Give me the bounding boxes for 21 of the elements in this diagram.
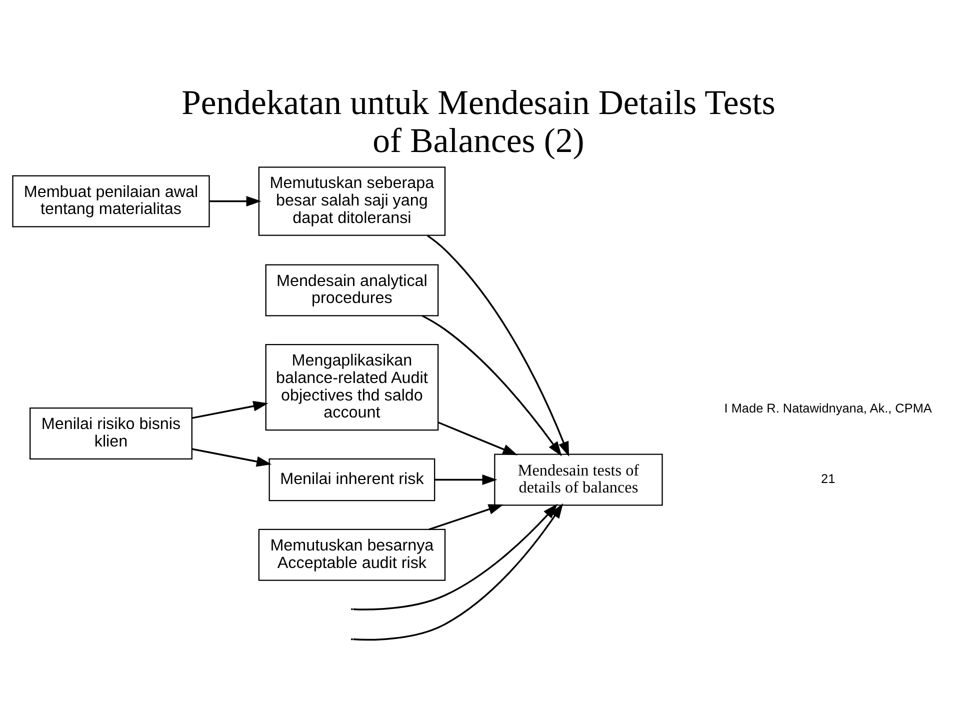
arrow (353, 502, 564, 610)
diagram-title: Pendekatan untuk Mendesain Details Tests of Balances (2) (182, 83, 776, 160)
label: I Made R. Natawidnyana, Ak., CPMA (724, 400, 932, 415)
arrow (434, 474, 498, 485)
arrow (192, 400, 268, 418)
arrow (438, 421, 518, 455)
arrow (426, 234, 570, 456)
node-box: Menilai risiko bisnis klien (30, 407, 192, 460)
arrow (422, 314, 562, 456)
node-box: Mendesain analytical procedures (265, 264, 439, 316)
label: 21 (821, 470, 836, 486)
arrow (210, 195, 262, 206)
node-box: Memutuskan besarnya Acceptable audit risk (258, 528, 446, 580)
node-box: Membuat penilaian awal tentang materialitas (12, 174, 210, 227)
arrow (428, 504, 504, 530)
node-box: Mengaplikasikan balance-related Audit objectives thd saldo account (265, 343, 439, 430)
node-box: Mendesain tests of details of balances (494, 453, 663, 506)
arrow (192, 448, 272, 466)
arrow (353, 502, 564, 640)
node-box: Menilai inherent risk (268, 458, 436, 501)
node-box: Memutuskan seberapa besar salah saji yang dapat ditoleransi (258, 166, 446, 236)
